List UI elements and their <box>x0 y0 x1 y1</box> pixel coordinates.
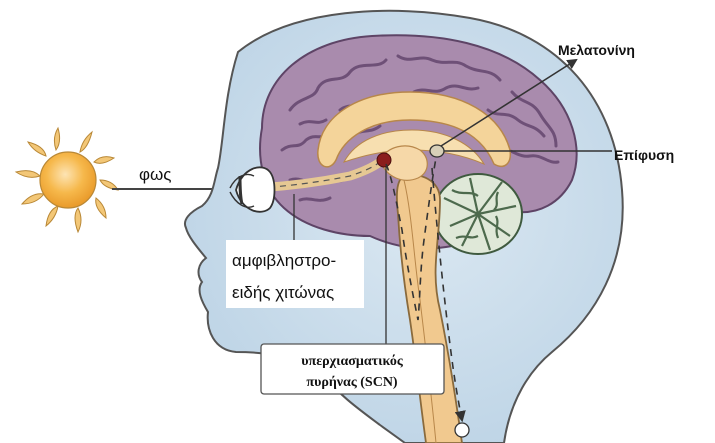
scn-label-line1: υπερχιασματικός <box>301 354 404 369</box>
spinal-ganglion <box>455 423 469 437</box>
pineal-gland <box>430 145 444 157</box>
scn-label-line2: πυρήνας (SCN) <box>306 375 398 390</box>
scn-dot <box>377 153 391 167</box>
melatonin-label: Μελατονίνη <box>558 42 635 58</box>
pineal-label: Επίφυση <box>614 147 674 163</box>
light-label: φως <box>139 165 172 184</box>
sun-icon <box>16 128 118 232</box>
cerebellum <box>434 174 522 254</box>
retina-label-line1: αμφιβληστρο- <box>232 251 336 270</box>
retina-label-line2: ειδής χιτώνας <box>232 283 334 302</box>
